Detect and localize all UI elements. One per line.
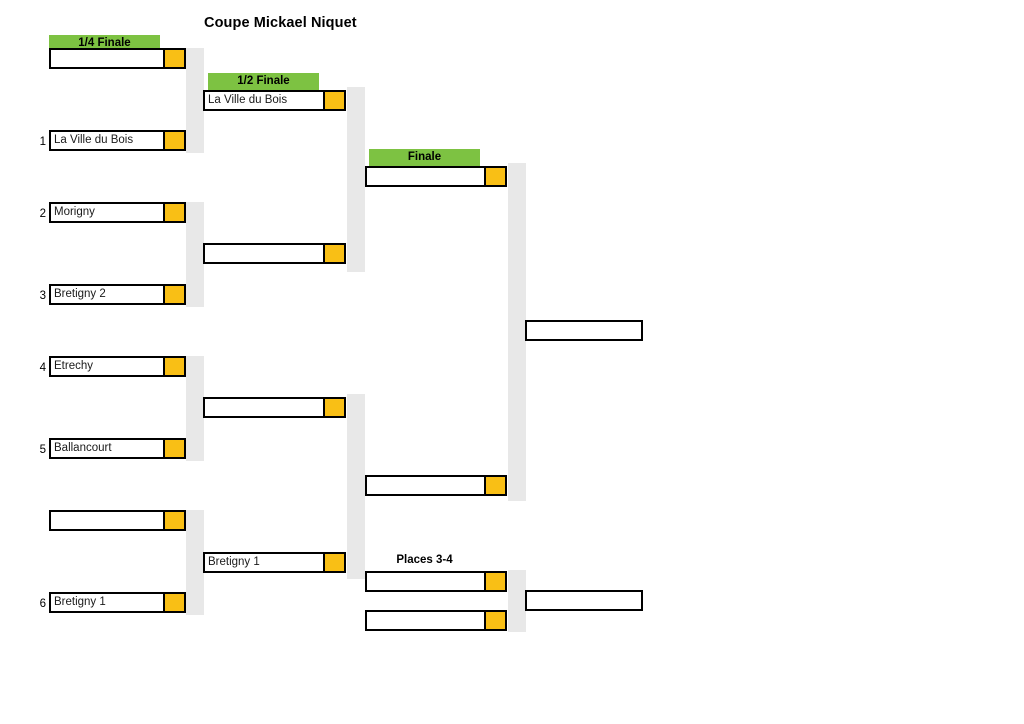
- seed-number: 6: [39, 598, 46, 610]
- score-cell[interactable]: [163, 358, 184, 375]
- seed-number: 3: [39, 290, 46, 302]
- team-name: [527, 322, 641, 339]
- seed-number: 2: [39, 208, 46, 220]
- score-cell[interactable]: [323, 399, 344, 416]
- connector-quarter-2: [186, 202, 204, 307]
- team-name: [51, 50, 163, 67]
- match-slot[interactable]: Bretigny 2: [49, 284, 186, 305]
- match-slot[interactable]: La Ville du Bois: [49, 130, 186, 151]
- match-slot[interactable]: Etrechy: [49, 356, 186, 377]
- connector-semi-2: [347, 394, 365, 579]
- match-slot[interactable]: [203, 243, 346, 264]
- team-name: La Ville du Bois: [208, 93, 288, 106]
- team-name: [205, 245, 323, 262]
- team-name: Bretigny 1: [208, 555, 260, 568]
- match-slot[interactable]: [365, 166, 507, 187]
- score-cell[interactable]: [484, 477, 505, 494]
- score-cell[interactable]: [163, 132, 184, 149]
- match-slot[interactable]: Bretigny 1: [203, 552, 346, 573]
- page-title: Coupe Mickael Niquet: [204, 15, 357, 31]
- team-name: [527, 592, 641, 609]
- match-slot[interactable]: Bretigny 1: [49, 592, 186, 613]
- team-name: [367, 168, 484, 185]
- team-name: [367, 477, 484, 494]
- score-cell[interactable]: [323, 554, 344, 571]
- match-slot[interactable]: [49, 48, 186, 69]
- score-cell[interactable]: [484, 573, 505, 590]
- score-cell[interactable]: [163, 286, 184, 303]
- score-cell[interactable]: [323, 92, 344, 109]
- match-slot[interactable]: La Ville du Bois: [203, 90, 346, 111]
- match-slot[interactable]: [365, 571, 507, 592]
- score-cell[interactable]: [163, 512, 184, 529]
- team-name: [367, 573, 484, 590]
- score-cell[interactable]: [484, 612, 505, 629]
- connector-semi-1: [347, 87, 365, 272]
- score-cell[interactable]: [163, 440, 184, 457]
- team-name: [51, 512, 163, 529]
- seed-number: 1: [39, 136, 46, 148]
- match-slot[interactable]: Ballancourt: [49, 438, 186, 459]
- team-name: Morigny: [54, 205, 95, 218]
- seed-number: 5: [39, 444, 46, 456]
- team-name: Bretigny 1: [54, 595, 106, 608]
- match-slot[interactable]: [365, 610, 507, 631]
- connector-quarter-3: [186, 356, 204, 461]
- match-slot[interactable]: [365, 475, 507, 496]
- connector-final: [508, 163, 526, 501]
- seed-number: 4: [39, 362, 46, 374]
- round-header-quarter: 1/4 Finale: [49, 35, 160, 52]
- winner-box[interactable]: [525, 590, 643, 611]
- connector-places: [508, 570, 526, 632]
- score-cell[interactable]: [163, 204, 184, 221]
- team-name: Ballancourt: [54, 441, 112, 454]
- team-name: [367, 612, 484, 629]
- winner-box[interactable]: [525, 320, 643, 341]
- match-slot[interactable]: [49, 510, 186, 531]
- match-slot[interactable]: Morigny: [49, 202, 186, 223]
- team-name: [205, 399, 323, 416]
- score-cell[interactable]: [323, 245, 344, 262]
- team-name: Etrechy: [54, 359, 93, 372]
- connector-quarter-4: [186, 510, 204, 615]
- team-name: La Ville du Bois: [54, 133, 134, 146]
- score-cell[interactable]: [163, 594, 184, 611]
- connector-quarter-1: [186, 48, 204, 153]
- team-name: Bretigny 2: [54, 287, 106, 300]
- round-header-final: Finale: [369, 149, 480, 166]
- round-header-semi: 1/2 Finale: [208, 73, 319, 90]
- score-cell[interactable]: [163, 50, 184, 67]
- score-cell[interactable]: [484, 168, 505, 185]
- section-label-places: Places 3-4: [396, 554, 453, 566]
- match-slot[interactable]: [203, 397, 346, 418]
